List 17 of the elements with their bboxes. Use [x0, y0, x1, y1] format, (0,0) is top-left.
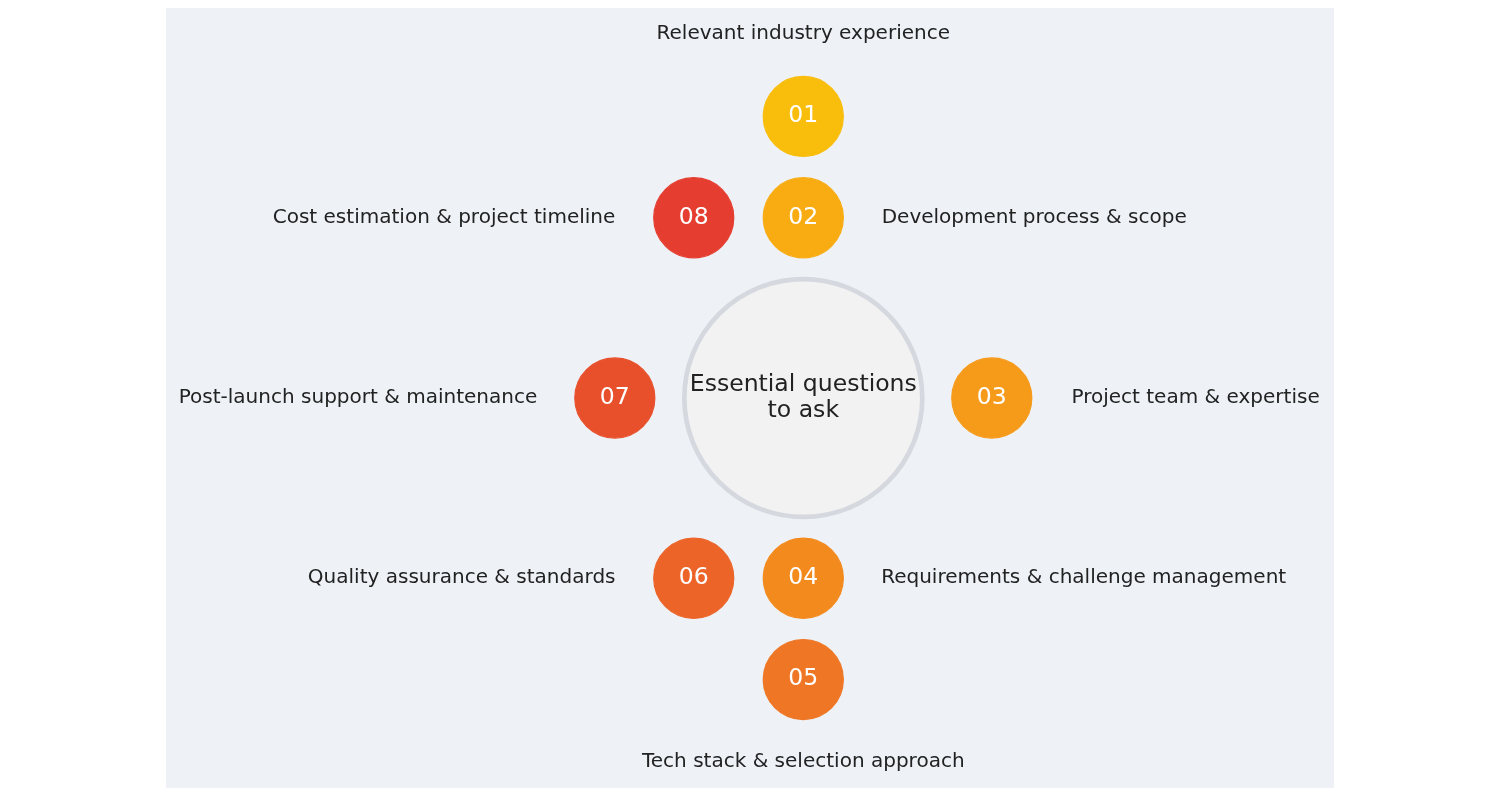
node-label: Post-launch support & maintenance — [178, 383, 538, 408]
node-circle: Essential questions to ask — [681, 276, 925, 520]
node-label: Development process & scope — [881, 203, 1187, 228]
node-label: Quality assurance & standards — [307, 564, 616, 589]
node-circle: 08 — [653, 177, 735, 259]
node-circle: 03 — [951, 357, 1033, 439]
node-circle: 06 — [653, 537, 735, 619]
node-circle: 07 — [574, 357, 656, 439]
node-label: Project team & expertise — [1071, 383, 1320, 408]
node-circle: 05 — [762, 638, 844, 721]
node-label: Cost estimation & project timeline — [272, 203, 616, 228]
node-circle: 02 — [762, 177, 844, 259]
node-label: Relevant industry experience — [656, 19, 951, 44]
node-label: Tech stack & selection approach — [641, 747, 965, 772]
node-circle: 01 — [762, 75, 844, 158]
node-circle: 04 — [762, 537, 844, 619]
node-label: Requirements & challenge management — [881, 564, 1287, 589]
